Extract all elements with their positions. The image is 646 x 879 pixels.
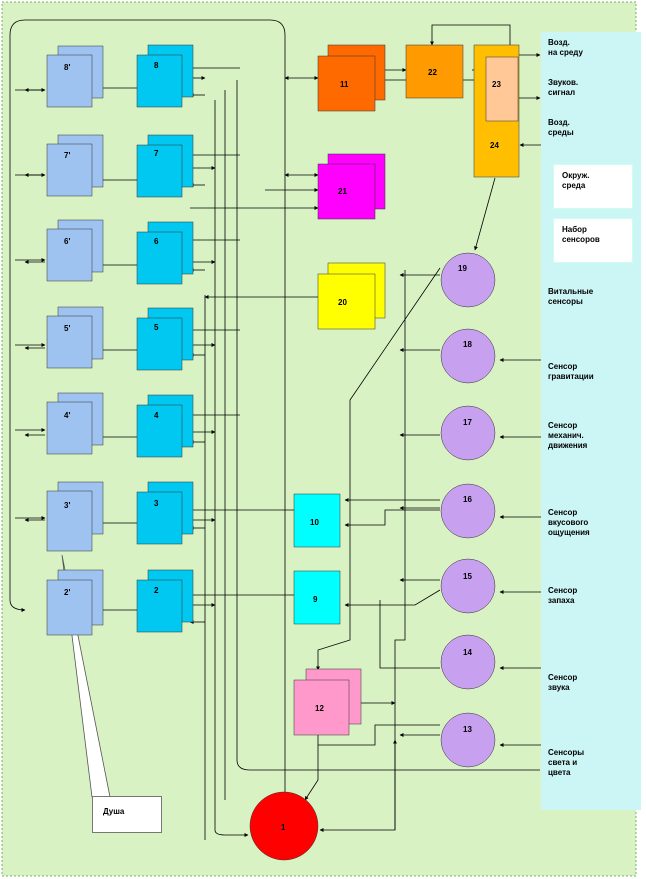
label-sound-signal: Звуков. сигнал <box>548 78 579 97</box>
block-5: 5 <box>136 307 194 371</box>
block-3p: 3' <box>46 481 104 552</box>
label-smell-sensor: Сенсор запаха <box>548 586 578 605</box>
block-2p: 2' <box>46 569 104 636</box>
block-9-label: 9 <box>313 595 318 604</box>
block-8p: 8' <box>46 45 104 108</box>
block-12-label: 12 <box>315 704 324 713</box>
label-taste-sensor: Сенсор вкусового ощущения <box>548 508 590 537</box>
sensor-14: 14 <box>440 634 496 690</box>
block-21-label: 21 <box>338 187 347 196</box>
environment-panel <box>541 32 641 810</box>
block-2: 2 <box>136 569 194 633</box>
sensor-18-label: 18 <box>463 340 472 349</box>
block-24-label: 24 <box>490 141 499 150</box>
block-9: 9 <box>293 570 341 625</box>
block-7: 7 <box>136 134 194 198</box>
sensor-17-label: 17 <box>463 418 472 427</box>
block-23: 23 <box>485 56 519 122</box>
block-8p-label: 8' <box>64 63 70 72</box>
block-12: 12 <box>293 668 362 736</box>
sensor-13-label: 13 <box>463 725 472 734</box>
label-light-sensors: Сенсоры света и цвета <box>548 748 585 777</box>
sensor-13: 13 <box>440 712 496 768</box>
block-4p: 4' <box>46 392 104 455</box>
block-5p-label: 5' <box>64 324 70 333</box>
block-8-label: 8 <box>154 61 159 70</box>
block-5-label: 5 <box>154 323 159 332</box>
core-1-label: 1 <box>281 823 286 832</box>
sensor-15: 15 <box>440 558 496 614</box>
surrounding-env-box: Окруж. среда <box>553 164 633 209</box>
sensor-17: 17 <box>440 405 496 461</box>
sensor-19-label: 19 <box>458 264 467 273</box>
block-20: 20 <box>317 262 386 330</box>
block-3: 3 <box>136 481 194 545</box>
block-4p-label: 4' <box>64 411 70 420</box>
sensor-14-label: 14 <box>463 648 472 657</box>
sensor-set-box: Набор сенсоров <box>553 218 633 263</box>
sensor-16-label: 16 <box>463 495 472 504</box>
block-7p: 7' <box>46 134 104 197</box>
block-21: 21 <box>317 153 386 220</box>
sensor-16: 16 <box>440 483 496 539</box>
block-7p-label: 7' <box>64 151 70 160</box>
sensor-18: 18 <box>440 328 496 384</box>
block-6-label: 6 <box>154 237 159 246</box>
block-8: 8 <box>136 44 194 108</box>
block-10: 10 <box>293 493 341 548</box>
label-gravity-sensor: Сенсор гравитации <box>548 362 594 381</box>
label-influence-on-env: Возд. на среду <box>548 38 583 57</box>
soul-callout: Душа <box>92 796 162 833</box>
label-motion-sensor: Сенсор механич. движения <box>548 421 588 450</box>
block-20-label: 20 <box>338 298 347 307</box>
block-2-label: 2 <box>154 586 159 595</box>
block-3-label: 3 <box>154 499 159 508</box>
block-6: 6 <box>136 221 194 285</box>
block-11-label: 11 <box>340 80 349 89</box>
label-sound-sensor: Сенсор звука <box>548 673 578 692</box>
block-10-label: 10 <box>310 518 319 527</box>
block-7-label: 7 <box>154 149 159 158</box>
block-6p-label: 6' <box>64 237 70 246</box>
block-4: 4 <box>136 394 194 458</box>
block-22: 22 <box>405 44 464 99</box>
block-4-label: 4 <box>154 411 159 420</box>
block-2p-label: 2' <box>64 588 70 597</box>
label-influence-of-env: Возд. среды <box>548 118 574 137</box>
sensor-15-label: 15 <box>463 572 472 581</box>
sensor-19: 19 <box>440 252 496 308</box>
block-11: 11 <box>317 44 386 112</box>
block-23-label: 23 <box>492 80 501 89</box>
block-3p-label: 3' <box>64 501 70 510</box>
block-5p: 5' <box>46 306 104 369</box>
label-vital-sensors: Витальные сенсоры <box>548 287 594 306</box>
core-1: 1 <box>249 791 319 861</box>
block-6p: 6' <box>46 219 104 282</box>
block-22-label: 22 <box>428 68 437 77</box>
